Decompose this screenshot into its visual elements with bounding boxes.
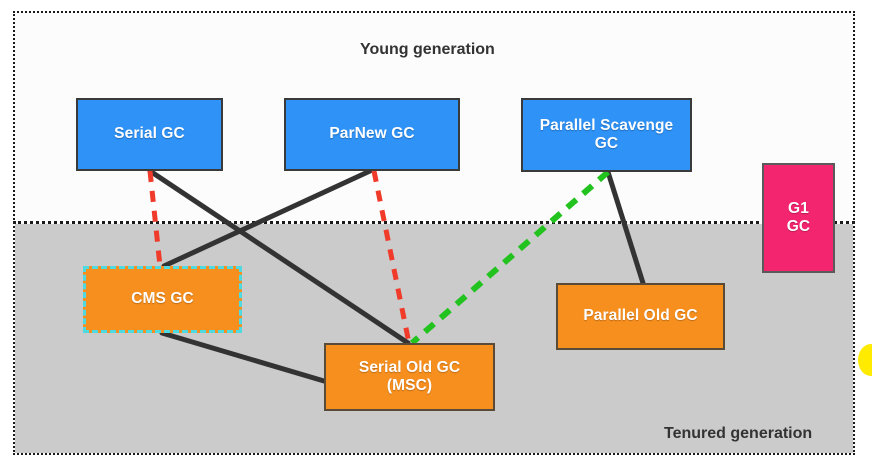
node-serial-gc-label: Serial GC: [114, 125, 185, 143]
generation-divider: [13, 221, 855, 224]
tenured-generation-label: Tenured generation: [664, 425, 813, 442]
node-parallel-scavenge-gc-label-line2: GC: [594, 135, 619, 152]
node-parallel-old-gc-label: Parallel Old GC: [583, 307, 698, 325]
node-parallel-scavenge-gc-label-line1: Parallel Scavenge: [539, 116, 674, 134]
node-cms-gc-label: CMS GC: [131, 290, 194, 308]
node-serial-old-gc-label-line2: (MSC): [386, 377, 433, 394]
node-parallel-scavenge-gc-label: Parallel Scavenge GC: [540, 117, 674, 154]
node-serial-old-gc[interactable]: Serial Old GC (MSC): [324, 343, 495, 411]
edge-highlight-blob: [858, 344, 872, 376]
node-g1-gc-label-line2: GC: [786, 218, 811, 235]
young-generation-label: Young generation: [360, 41, 495, 58]
node-parnew-gc-label: ParNew GC: [329, 125, 415, 143]
node-parallel-scavenge-gc[interactable]: Parallel Scavenge GC: [521, 98, 692, 172]
tenured-generation-region: [15, 224, 853, 453]
node-parnew-gc[interactable]: ParNew GC: [284, 98, 460, 171]
node-cms-gc[interactable]: CMS GC: [83, 266, 242, 333]
node-g1-gc[interactable]: G1 GC: [762, 163, 835, 273]
node-g1-gc-label-line1: G1: [788, 199, 809, 217]
node-g1-gc-label: G1 GC: [787, 200, 810, 237]
node-serial-gc[interactable]: Serial GC: [76, 98, 223, 171]
node-serial-old-gc-label: Serial Old GC (MSC): [359, 359, 460, 396]
node-serial-old-gc-label-line1: Serial Old GC: [358, 358, 461, 376]
node-parallel-old-gc[interactable]: Parallel Old GC: [556, 283, 725, 350]
